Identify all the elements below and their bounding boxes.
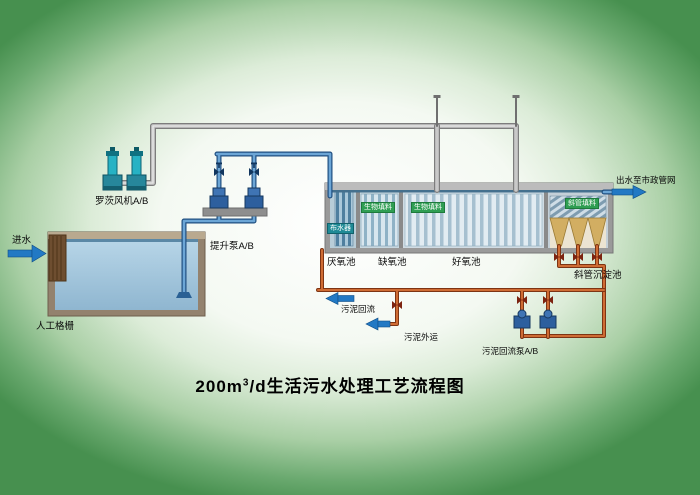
- sludge-pump-b: [539, 309, 557, 329]
- lift-pump-a: [209, 187, 229, 209]
- suction-bellmouth: [176, 292, 192, 298]
- valve-icon: [554, 253, 559, 261]
- valve-icon: [214, 168, 219, 176]
- complex-waterline: [330, 190, 608, 193]
- sludge-valves: [392, 253, 602, 309]
- sludge-pump-label: 污泥回流泵A/B: [482, 346, 539, 356]
- inlet-label: 进水: [12, 235, 32, 246]
- blower-label: 罗茨风机A/B: [95, 196, 149, 207]
- anaerobic-media: [334, 191, 354, 247]
- valve-stem: [218, 164, 220, 168]
- inlet-arrow: [7, 244, 47, 263]
- valve-handle: [251, 162, 257, 165]
- diagram-title: 200m3/d生活污水处理工艺流程图: [140, 372, 520, 397]
- valve-icon: [559, 253, 564, 261]
- discharge-pipe-outline: [214, 151, 333, 199]
- sludge-out-label: 污泥外运: [404, 332, 439, 342]
- roots-blower-a: [102, 147, 123, 191]
- valve-icon: [254, 168, 259, 176]
- valve-icon: [517, 296, 522, 304]
- title-superscript: 3: [242, 377, 250, 389]
- valve-icon: [597, 253, 602, 261]
- valve-icon: [522, 296, 527, 304]
- sludge-out-arrow: [365, 317, 391, 331]
- anoxic-tank-label: 缺氧池: [378, 257, 407, 268]
- valve-handle: [216, 162, 222, 165]
- air-main-pipe: [119, 124, 518, 192]
- screen-tank-waterline: [55, 239, 198, 242]
- clarifier-hopper-1: [549, 217, 570, 247]
- hopper-manifold: [521, 245, 605, 337]
- air-riser-cap-2: [512, 95, 520, 98]
- treatment-tank-complex: [324, 182, 614, 254]
- discharge-pipe: [215, 152, 332, 198]
- air-main-pipe-outline: [118, 123, 519, 193]
- sludge-return-line: [317, 249, 605, 338]
- sludge-pipe-network: [316, 244, 606, 339]
- screen-label: 人工格栅: [36, 321, 75, 332]
- air-riser-stubs: [436, 97, 517, 127]
- aerobic-tank-label: 好氧池: [452, 257, 481, 268]
- sludge-return-label: 污泥回流: [341, 304, 376, 314]
- distributor-tag: 布水器: [327, 223, 354, 234]
- lift-pump-label: 提升泵A/B: [210, 241, 254, 252]
- roots-blower-b: [126, 147, 147, 191]
- complex-rim: [325, 183, 613, 190]
- divider-1: [356, 190, 360, 248]
- sludge-return-arrow: [325, 292, 355, 305]
- valve-icon: [578, 253, 583, 261]
- air-riser-cap-1: [433, 95, 441, 98]
- manual-screen-grid: [48, 234, 67, 282]
- title-prefix: 200m: [195, 377, 243, 396]
- valve-icon: [397, 301, 402, 309]
- valve-icon: [249, 168, 254, 176]
- clarifier-hopper-2: [568, 217, 589, 247]
- outlet-arrow: [611, 185, 647, 199]
- sludge-pump-a: [513, 309, 531, 329]
- aerobic-media-tag: 生物填料: [411, 202, 445, 213]
- screen-tank-rim: [48, 232, 205, 239]
- valve-icon: [548, 296, 553, 304]
- air-pipe-network: [118, 95, 520, 193]
- divider-2: [399, 190, 403, 248]
- valve-icon: [592, 253, 597, 261]
- lift-pump-station: [202, 187, 268, 217]
- screen-tank: [47, 231, 206, 317]
- pump-platform: [202, 207, 268, 217]
- valve-stem: [253, 164, 255, 168]
- anoxic-media-tag: 生物填料: [361, 202, 395, 213]
- screen-tank-water: [55, 239, 198, 310]
- divider-3: [544, 190, 548, 248]
- outlet-label: 出水至市政管网: [616, 175, 676, 185]
- valve-icon: [392, 301, 397, 309]
- clarifier-label: 斜管沉淀池: [574, 270, 622, 281]
- flow-arrows: [7, 185, 647, 331]
- valve-icon: [219, 168, 224, 176]
- title-suffix: /d生活污水处理工艺流程图: [249, 377, 465, 396]
- water-valves: [214, 162, 259, 176]
- valve-icon: [573, 253, 578, 261]
- tube-media-tag: 斜管填料: [565, 198, 599, 209]
- lift-pump-b: [244, 187, 264, 209]
- valve-icon: [543, 296, 548, 304]
- anaerobic-tank-label: 厌氧池: [327, 257, 356, 268]
